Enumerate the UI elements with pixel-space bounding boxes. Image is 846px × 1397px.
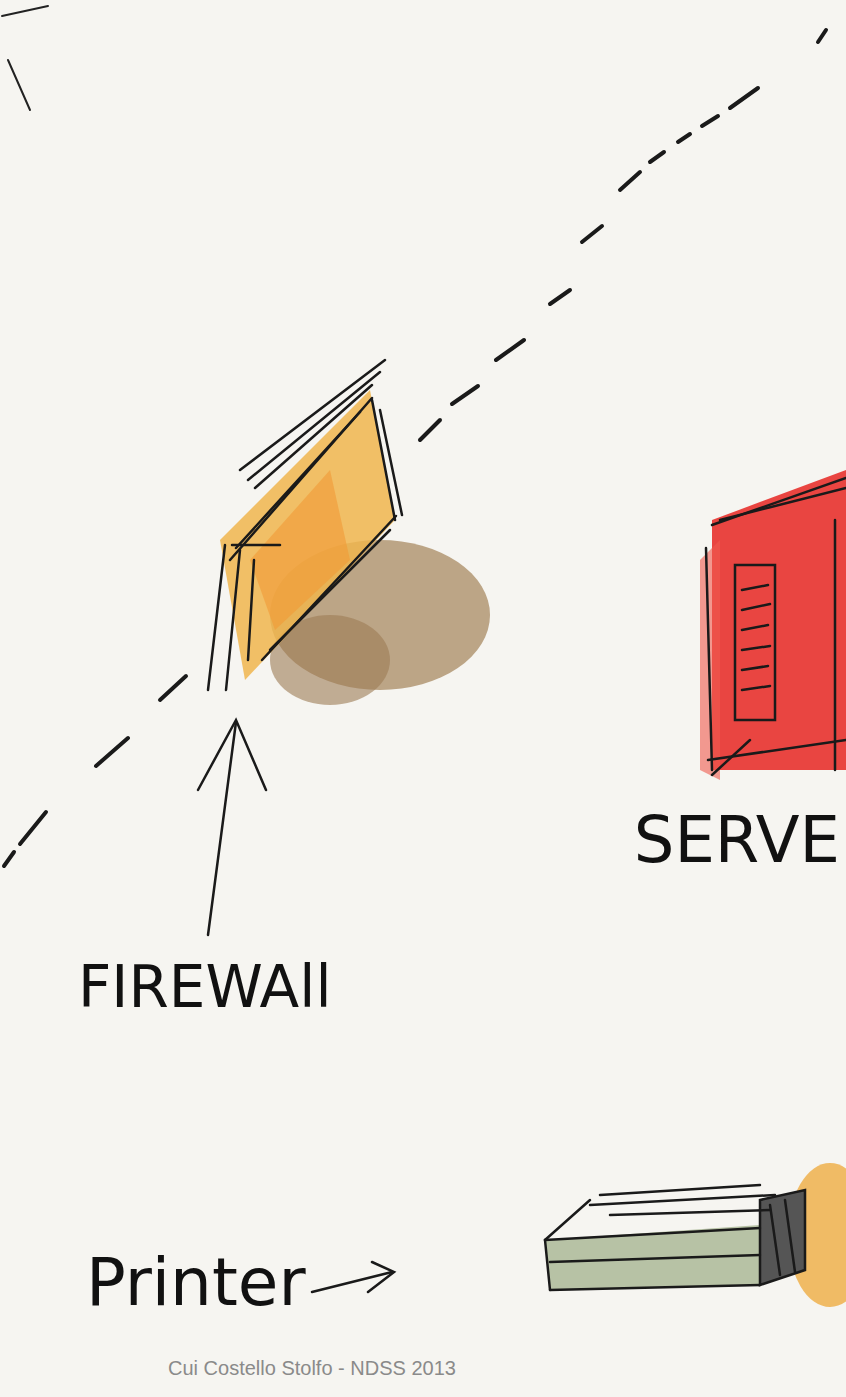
- cross-mark: [2, 6, 48, 110]
- caption: Cui Costello Stolfo - NDSS 2013: [168, 1358, 456, 1378]
- server-outline: [706, 478, 846, 775]
- network-boundary: [4, 30, 826, 866]
- firewall-label: FIREWAll: [78, 958, 332, 1016]
- server-side: [700, 540, 720, 780]
- firewall-highlight: [250, 470, 350, 630]
- printer-body: [545, 1225, 760, 1290]
- printer-front: [760, 1190, 805, 1285]
- leader-arrow: [312, 1262, 394, 1292]
- server-label: SERVE: [634, 808, 840, 872]
- printer-label: Printer: [86, 1250, 306, 1316]
- printer-outline: [545, 1185, 805, 1290]
- leader-arrow: [198, 720, 266, 935]
- firewall-box: [220, 390, 395, 680]
- firewall-outline: [208, 360, 402, 690]
- server-box: [712, 470, 846, 770]
